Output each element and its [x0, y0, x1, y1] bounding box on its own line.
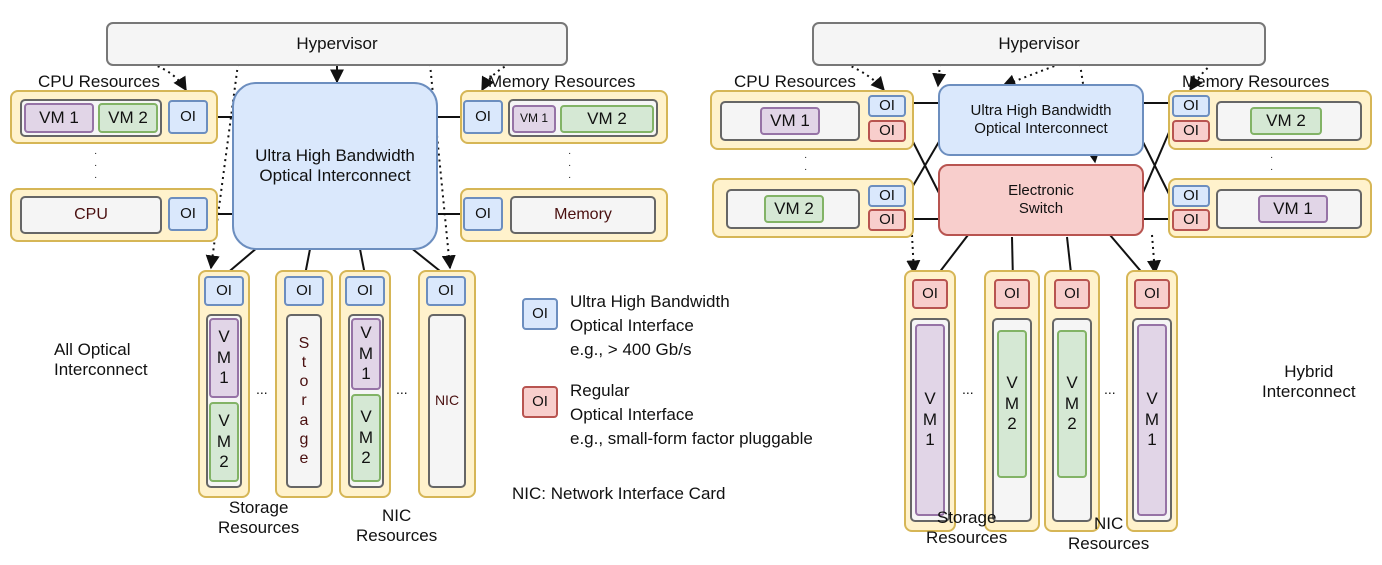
legend-oi-swatch: OI [522, 298, 558, 330]
cpu-resources-label: CPU Resources [734, 72, 856, 91]
hypervisor-dotted-arrow [845, 63, 885, 92]
vm-2: VM 2 [98, 103, 158, 133]
hypervisor-dotted-arrow [429, 63, 456, 270]
vm-1: VM 1 [760, 107, 820, 135]
nic-resources-label: NIC Resources [1068, 514, 1150, 554]
link-oi-switch [1141, 129, 1171, 196]
regular-oi-interface: OI [1134, 279, 1170, 309]
cpu-box: CPU [20, 196, 162, 234]
memory-box: Memory [510, 196, 656, 234]
hybrid-caption: Hybrid Interconnect [1262, 362, 1356, 402]
oi-interface: OI [284, 276, 324, 306]
storage-resources-label: Storage Resources [926, 508, 1008, 548]
vm-1: VM 1 [24, 103, 94, 133]
oi-interface: OI [868, 185, 906, 207]
vm-2: VM 2 [1250, 107, 1322, 135]
oi-interface: OI [463, 197, 503, 231]
optical-interconnect: Ultra High Bandwidth Optical Interconnec… [232, 82, 438, 250]
vm-2-vertical: V M 2 [209, 402, 239, 482]
oi-interface: OI [345, 276, 385, 306]
vertical-ellipsis: · · · [568, 148, 572, 183]
regular-oi-interface: OI [868, 120, 906, 142]
vm-2-vertical: V M 2 [351, 394, 381, 482]
optical-interconnect: Ultra High Bandwidth Optical Interconnec… [938, 84, 1144, 156]
memory-resources-label: Memory Resources [488, 72, 636, 91]
storage-resources-label: Storage Resources [218, 498, 300, 538]
horizontal-ellipsis: ... [1104, 381, 1116, 397]
oi-interface: OI [868, 95, 906, 117]
hypervisor-dotted-arrow [1189, 63, 1213, 92]
hypervisor-label: Hypervisor [296, 34, 378, 54]
regular-oi-interface: OI [868, 209, 906, 231]
legend-roi-line2: Optical Interface [570, 405, 694, 424]
horizontal-ellipsis: ... [962, 381, 974, 397]
storage-box: S t o r a g e [286, 314, 322, 488]
nic-box: NIC [428, 314, 466, 488]
vm-1-vertical: V M 1 [915, 324, 945, 516]
hypervisor-box: Hypervisor [106, 22, 568, 66]
oi-interface: OI [426, 276, 466, 306]
horizontal-ellipsis: ... [396, 381, 408, 397]
legend-oi-line2: Optical Interface [570, 316, 694, 335]
hypervisor-dotted-arrow [906, 234, 921, 275]
vertical-ellipsis: · · · [94, 148, 98, 183]
horizontal-ellipsis: ... [256, 381, 268, 397]
hypervisor-dotted-arrow [932, 63, 947, 88]
vm-2: VM 2 [764, 195, 824, 223]
cpu-resources-label: CPU Resources [38, 72, 160, 91]
nic-resources-label: NIC Resources [356, 506, 438, 546]
electronic-switch: Electronic Switch [938, 164, 1144, 236]
memory-resources-label: Memory Resources [1182, 72, 1330, 91]
vm-2-vertical: V M 2 [1057, 330, 1087, 478]
hypervisor-dotted-arrow [1001, 63, 1061, 88]
legend-regular-oi-swatch: OI [522, 386, 558, 418]
oi-interface: OI [168, 100, 208, 134]
regular-oi-interface: OI [1172, 120, 1210, 142]
vm-1-vertical: V M 1 [1137, 324, 1167, 516]
oi-interface: OI [204, 276, 244, 306]
vm-1: VM 1 [1258, 195, 1328, 223]
link-oi-interconnect [1141, 139, 1171, 197]
vm-1: VM 1 [512, 105, 556, 133]
oi-interface: OI [463, 100, 503, 134]
oi-interface: OI [1172, 95, 1210, 117]
vm-2: VM 2 [560, 105, 654, 133]
regular-oi-interface: OI [1172, 209, 1210, 231]
vm-1-vertical: V M 1 [351, 318, 381, 390]
oi-interface: OI [168, 197, 208, 231]
regular-oi-interface: OI [912, 279, 948, 309]
regular-oi-interface: OI [1054, 279, 1090, 309]
vm-1-vertical: V M 1 [209, 318, 239, 398]
legend-oi-title: Ultra High Bandwidth [570, 292, 730, 311]
hypervisor-box: Hypervisor [812, 22, 1266, 66]
nic-note: NIC: Network Interface Card [512, 484, 726, 503]
vm-2-vertical: V M 2 [997, 330, 1027, 478]
legend-roi-line3: e.g., small-form factor pluggable [570, 429, 813, 448]
legend-roi-title: Regular [570, 381, 630, 400]
hypervisor-dotted-arrow [481, 63, 511, 92]
hypervisor-dotted-arrow [205, 63, 239, 270]
all-optical-caption: All Optical Interconnect [54, 340, 148, 380]
regular-oi-interface: OI [994, 279, 1030, 309]
legend-oi-line3: e.g., > 400 Gb/s [570, 340, 692, 359]
oi-interface: OI [1172, 185, 1210, 207]
hypervisor-dotted-arrow [1147, 234, 1161, 275]
